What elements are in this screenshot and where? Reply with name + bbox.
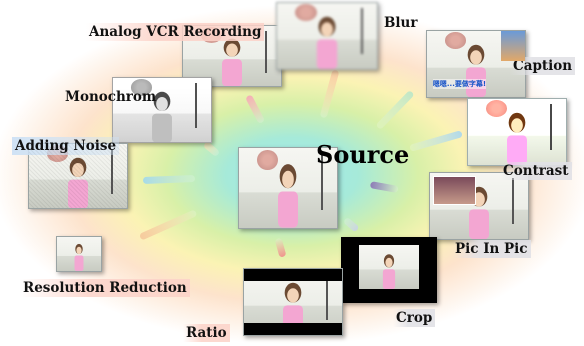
- caption-label: Caption: [510, 57, 576, 75]
- girl-figure: [68, 157, 88, 208]
- arrow-to-resolution-reduction: [138, 209, 198, 241]
- analog-vcr-label: Analog VCR Recording: [86, 23, 265, 41]
- girl-figure: [278, 164, 298, 228]
- hand-shape: [485, 100, 508, 118]
- lamp-shape: [550, 104, 553, 151]
- inset-picture: [432, 176, 477, 205]
- arrow-to-adding-noise: [142, 175, 196, 184]
- source-label: Source: [316, 140, 410, 169]
- lamp-shape: [195, 83, 198, 128]
- ratio-label: Ratio: [183, 324, 230, 342]
- adding-noise-label: Adding Noise: [12, 137, 120, 155]
- blur-label: Blur: [384, 15, 418, 31]
- resolution-reduction-thumbnail: [56, 236, 102, 272]
- adding-noise-thumbnail: [28, 143, 128, 209]
- noise-overlay: [29, 144, 127, 208]
- arrow-to-monochrom: [202, 140, 221, 158]
- girl-figure: [507, 112, 527, 165]
- pic-in-pic-label: Pic In Pic: [452, 240, 531, 258]
- arrow-to-blur: [319, 69, 340, 119]
- contrast-label: Contrast: [500, 162, 572, 180]
- monochrom-thumbnail: [112, 77, 212, 143]
- caption-corner-graphic: [500, 31, 525, 61]
- hand-shape: [256, 149, 279, 171]
- crop-label: Crop: [393, 309, 436, 327]
- caption-thumbnail: 嗯嗯...要做字幕!: [426, 30, 526, 98]
- girl-figure: [222, 38, 242, 86]
- lamp-shape: [321, 154, 324, 211]
- ratio-thumbnail: [243, 268, 343, 336]
- hand-shape: [444, 32, 467, 50]
- contrast-thumbnail: [467, 98, 567, 166]
- girl-figure: [152, 91, 172, 142]
- monochrom-label: Monochrom: [65, 89, 157, 105]
- crop-inner-image: [359, 245, 419, 289]
- hand-shape: [295, 4, 317, 22]
- resolution-reduction-label: Resolution Reduction: [20, 279, 190, 297]
- crop-thumbnail: [341, 237, 437, 303]
- arrow-to-analog-vcr: [244, 93, 266, 125]
- pic-in-pic-thumbnail: [429, 172, 529, 240]
- lamp-shape: [512, 178, 515, 225]
- girl-figure: [74, 244, 84, 271]
- arrow-to-caption: [375, 90, 415, 130]
- girl-figure: [382, 254, 396, 289]
- arrow-to-crop: [342, 216, 360, 233]
- girl-figure: [316, 16, 338, 69]
- lamp-shape: [361, 8, 363, 55]
- arrow-to-contrast: [409, 130, 463, 152]
- arrow-to-ratio: [274, 237, 287, 258]
- lamp-shape: [265, 30, 268, 73]
- girl-figure: [283, 282, 303, 335]
- caption-overlay-text: 嗯嗯...要做字幕!: [432, 79, 487, 90]
- hand-shape: [130, 79, 153, 96]
- lamp-shape: [326, 274, 329, 321]
- arrow-to-pic-in-pic: [369, 181, 399, 193]
- lamp-shape: [111, 149, 114, 194]
- blur-thumbnail: [276, 2, 378, 70]
- source-thumbnail: [238, 147, 338, 229]
